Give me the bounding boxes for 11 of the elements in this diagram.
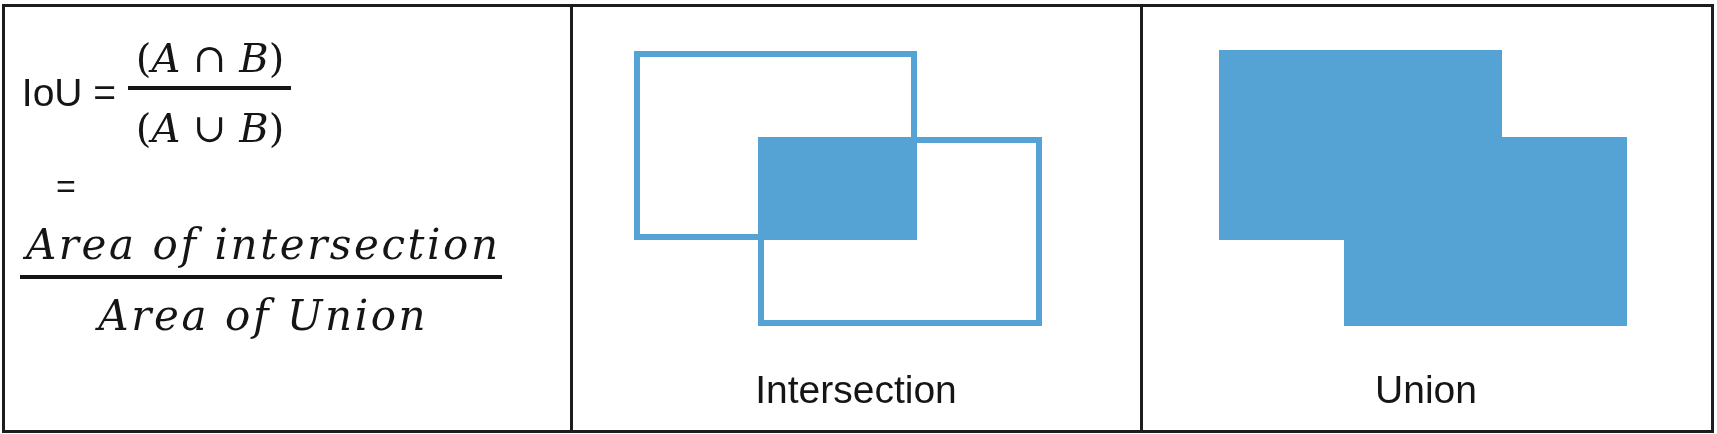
formula-label: IoU =	[21, 72, 117, 112]
union-shape	[1219, 50, 1627, 326]
illustration-panel	[1140, 4, 1714, 433]
formula-panel	[2, 4, 573, 433]
panel-caption: Union	[1375, 369, 1477, 409]
fraction-denominator: (A ∪ B)	[135, 108, 285, 148]
panel-caption: Intersection	[755, 369, 957, 409]
fraction-numerator: (A ∩ B)	[135, 38, 285, 78]
fraction-numerator: Area of intersection	[23, 224, 501, 266]
equals-sign: =	[56, 169, 76, 203]
fraction-denominator: Area of Union	[95, 295, 429, 337]
